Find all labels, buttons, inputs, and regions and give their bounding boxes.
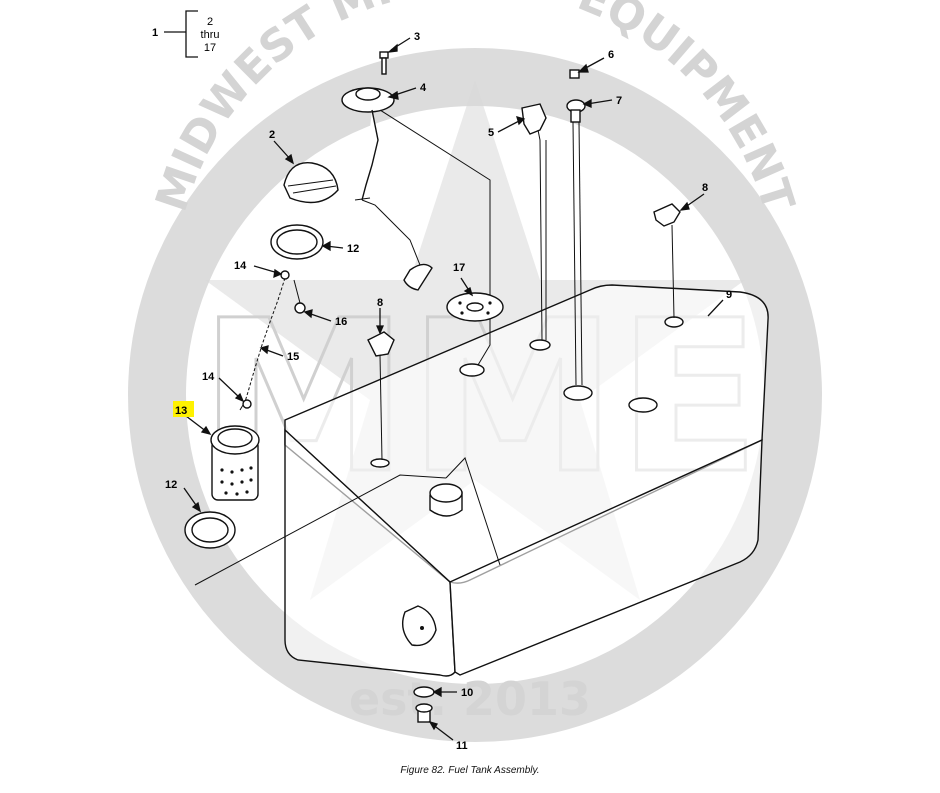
part-7-fitting-tube [566, 99, 586, 386]
part-4-fuel-level-sender [341, 87, 433, 291]
callout-12-lower: 12 [165, 479, 177, 491]
part-15-chain [243, 277, 286, 406]
bracket-end: 17 [204, 42, 216, 54]
callout-3: 3 [414, 31, 420, 43]
callout-leaders [183, 37, 724, 741]
watermark-ring [128, 48, 822, 742]
callout-15: 15 [287, 351, 299, 363]
callout-17: 17 [453, 262, 465, 274]
callout-13-highlight [173, 401, 194, 417]
part-14-rings [242, 270, 290, 409]
part-3-screw [379, 51, 389, 75]
callout-14-upper: 14 [234, 260, 247, 272]
callout-8-lower: 8 [377, 297, 383, 309]
callout-13: 13 [175, 405, 187, 417]
part-17-gasket-plate [446, 292, 504, 322]
part-5-vent-elbow [521, 103, 547, 341]
callout-12-upper: 12 [347, 243, 359, 255]
part-8-elbow-lower [367, 331, 395, 461]
callout-6: 6 [608, 49, 614, 61]
assembly-bracket: 1 2 thru 17 [152, 10, 220, 58]
callout-8-upper: 8 [702, 182, 708, 194]
part-16-screw [293, 279, 306, 314]
callout-7: 7 [616, 95, 622, 107]
callout-16: 16 [335, 316, 347, 328]
part-10-washer [413, 686, 435, 698]
figure-caption: Figure 82. Fuel Tank Assembly. [400, 765, 540, 776]
part-11-drain-plug [415, 703, 433, 723]
part-13-strainer [210, 399, 260, 501]
callout-5: 5 [488, 127, 494, 139]
callout-4: 4 [420, 82, 427, 94]
bracket-start: 2 [207, 16, 213, 28]
callout-9: 9 [726, 289, 732, 301]
callout-10: 10 [461, 687, 473, 699]
callout-1: 1 [152, 27, 158, 39]
part-8-elbow-upper [653, 203, 681, 319]
callout-14-lower: 14 [202, 371, 215, 383]
callout-11: 11 [456, 740, 468, 752]
callout-2: 2 [269, 129, 275, 141]
bracket-word: thru [201, 29, 220, 41]
watermark-established: est. 2013 [349, 672, 591, 726]
part-2-filler-cap [283, 161, 339, 204]
part-6-cap [569, 69, 580, 79]
part-12-gasket-upper [270, 224, 324, 260]
part-12-gasket-lower [184, 511, 236, 549]
fuel-tank-body [194, 109, 769, 677]
